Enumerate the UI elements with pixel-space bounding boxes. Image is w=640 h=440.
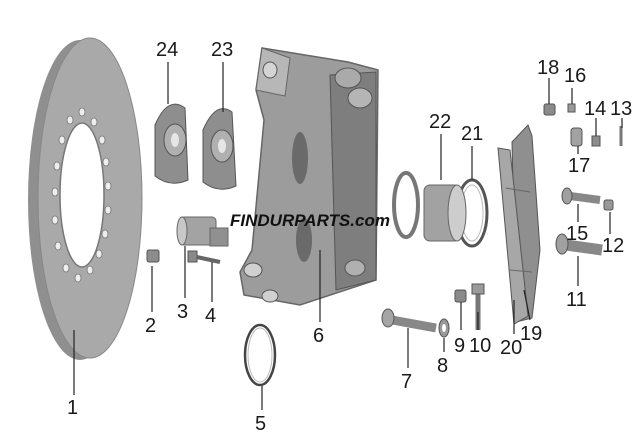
label-15: 15 [566, 223, 588, 245]
label-8: 8 [437, 355, 448, 377]
label-18: 18 [537, 57, 559, 79]
label-23: 23 [211, 39, 233, 61]
piston-part-22 [392, 171, 467, 242]
label-19: 19 [520, 323, 542, 345]
fitting-part-17 [570, 127, 583, 147]
label-20: 20 [500, 337, 522, 359]
washer-part-8 [438, 318, 450, 338]
label-13: 13 [610, 98, 632, 120]
bolt-part-15 [561, 187, 601, 205]
label-12: 12 [602, 235, 624, 257]
caliper-body-part-6 [239, 47, 379, 306]
label-3: 3 [177, 301, 188, 323]
label-4: 4 [205, 305, 216, 327]
label-1: 1 [67, 397, 78, 419]
brake-disc [28, 37, 143, 360]
o-ring-part-5 [243, 323, 277, 387]
bolt-part-4 [187, 250, 221, 264]
label-10: 10 [469, 335, 491, 357]
nut-part-2 [146, 249, 160, 263]
bolt-part-11 [555, 233, 603, 256]
label-7: 7 [401, 371, 412, 393]
label-21: 21 [461, 123, 483, 145]
label-14: 14 [584, 98, 606, 120]
bolt-part-7 [381, 308, 437, 333]
leader-lines [73, 62, 623, 410]
label-5: 5 [255, 413, 266, 435]
nut-part-18 [543, 103, 556, 116]
watermark-text: FINDURPARTS.com [230, 211, 390, 230]
label-11: 11 [566, 289, 587, 311]
cap-part-24 [154, 103, 189, 184]
label-9: 9 [454, 335, 465, 357]
part-number-labels: 1 2 3 4 5 6 7 8 9 10 11 12 13 14 15 16 1… [67, 39, 632, 435]
brake-pad-part-20 [497, 147, 533, 325]
label-2: 2 [145, 315, 156, 337]
label-22: 22 [429, 111, 451, 133]
pin-part-3 [176, 216, 229, 247]
clip-part-12 [603, 199, 614, 211]
label-16: 16 [564, 65, 586, 87]
cap-part-23 [202, 108, 237, 190]
nut-part-9 [454, 289, 467, 303]
pin-part-16 [567, 103, 576, 113]
label-6: 6 [313, 325, 324, 347]
screw-part-14 [591, 135, 601, 147]
label-17: 17 [568, 155, 590, 177]
label-24: 24 [156, 39, 178, 61]
